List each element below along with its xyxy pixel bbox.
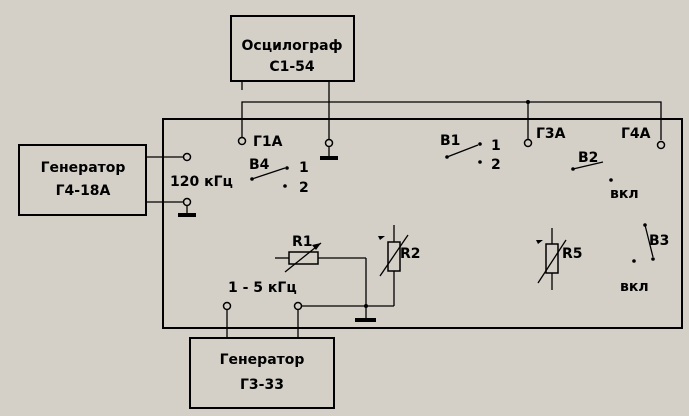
oscilloscope-wiring <box>241 81 662 140</box>
switch-b4[interactable] <box>250 166 289 188</box>
main-panel <box>162 118 683 329</box>
resistor-r1 <box>275 242 366 273</box>
resistor-r5-label: R5 <box>562 246 583 262</box>
generator-g3-wiring <box>222 301 394 338</box>
terminal-g1a-label: Г1А <box>253 134 283 150</box>
switch-b2[interactable] <box>571 161 613 182</box>
generator-g4-wiring <box>146 152 196 217</box>
resistor-r1-label: R1 <box>292 234 313 250</box>
generator-g4-block: Генератор Г4-18А <box>18 144 147 216</box>
switch-b4-label: В4 <box>249 157 270 173</box>
switch-b2-on: вкл <box>610 186 639 202</box>
common-node <box>355 258 376 322</box>
generator-g3-title: Генератор <box>220 352 305 368</box>
terminal-g4a-label: Г4А <box>621 126 651 142</box>
generator-g4-title: Генератор <box>41 160 126 176</box>
oscilloscope-title: Осцилограф <box>242 38 343 54</box>
generator-g3-model: Г3-33 <box>240 377 284 393</box>
oscilloscope-ground <box>320 138 338 160</box>
resistor-r5 <box>536 228 567 290</box>
oscilloscope-model: С1-54 <box>269 59 315 75</box>
freq-label-lf: 1 - 5 кГц <box>228 280 297 296</box>
generator-g4-model: Г4-18А <box>56 183 111 199</box>
terminal-g1a[interactable] <box>237 136 247 146</box>
switch-b3[interactable] <box>632 223 655 263</box>
switch-b4-pos1: 1 <box>299 160 309 176</box>
terminal-g3a[interactable] <box>523 138 533 148</box>
oscilloscope-block: Осцилограф С1-54 <box>230 15 355 82</box>
terminal-g3a-label: Г3А <box>536 126 566 142</box>
terminal-g4a[interactable] <box>656 140 666 150</box>
switch-b2-label: В2 <box>578 150 598 166</box>
resistor-r2-label: R2 <box>400 246 421 262</box>
switch-b4-pos2: 2 <box>299 180 309 196</box>
freq-label-hf: 120 кГц <box>170 174 233 190</box>
switch-b1-pos1: 1 <box>491 138 501 154</box>
resistor-r2 <box>378 225 409 306</box>
switch-b1-pos2: 2 <box>491 157 501 173</box>
switch-b3-label: В3 <box>649 233 669 249</box>
generator-g3-block: Генератор Г3-33 <box>189 337 335 409</box>
switch-b1-label: В1 <box>440 133 460 149</box>
switch-b3-on: вкл <box>620 279 649 295</box>
switch-b1[interactable] <box>445 142 482 164</box>
